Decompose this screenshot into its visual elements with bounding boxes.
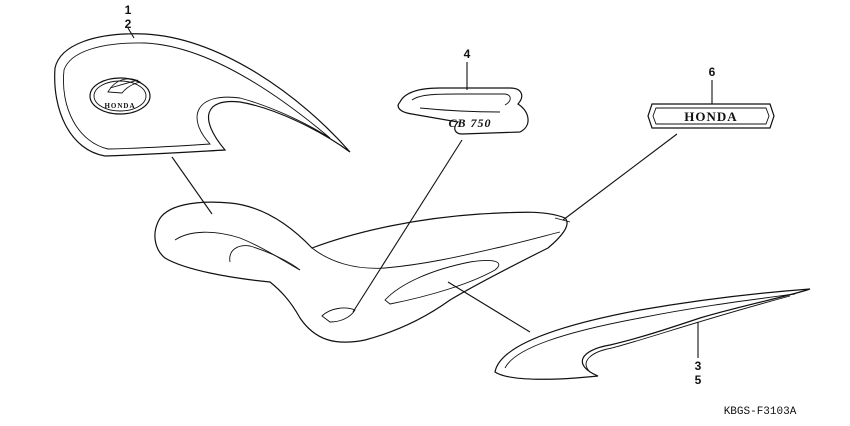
side-cover-stripe-decal [494,288,811,380]
callout-2: 2 [125,17,132,31]
leader-lines [127,27,713,358]
tank-stripe-decal: HONDA [54,33,351,157]
tank-wing-emblem: HONDA [89,77,151,115]
callout-5: 5 [695,373,702,387]
callout-6: 6 [709,65,716,79]
tank-emblem-text: HONDA [104,102,135,110]
side-emblem-text: HONDA [684,109,737,124]
callout-1: 1 [125,3,132,17]
model-badge-decal: CB 750 [397,87,529,135]
model-badge-text: CB 750 [448,116,491,130]
motorcycle-body-outline [154,201,571,343]
diagram-code: KBGS-F3103A [724,406,797,418]
callout-4: 4 [464,47,471,61]
callout-3: 3 [695,359,702,373]
honda-side-emblem: HONDA [647,103,775,129]
